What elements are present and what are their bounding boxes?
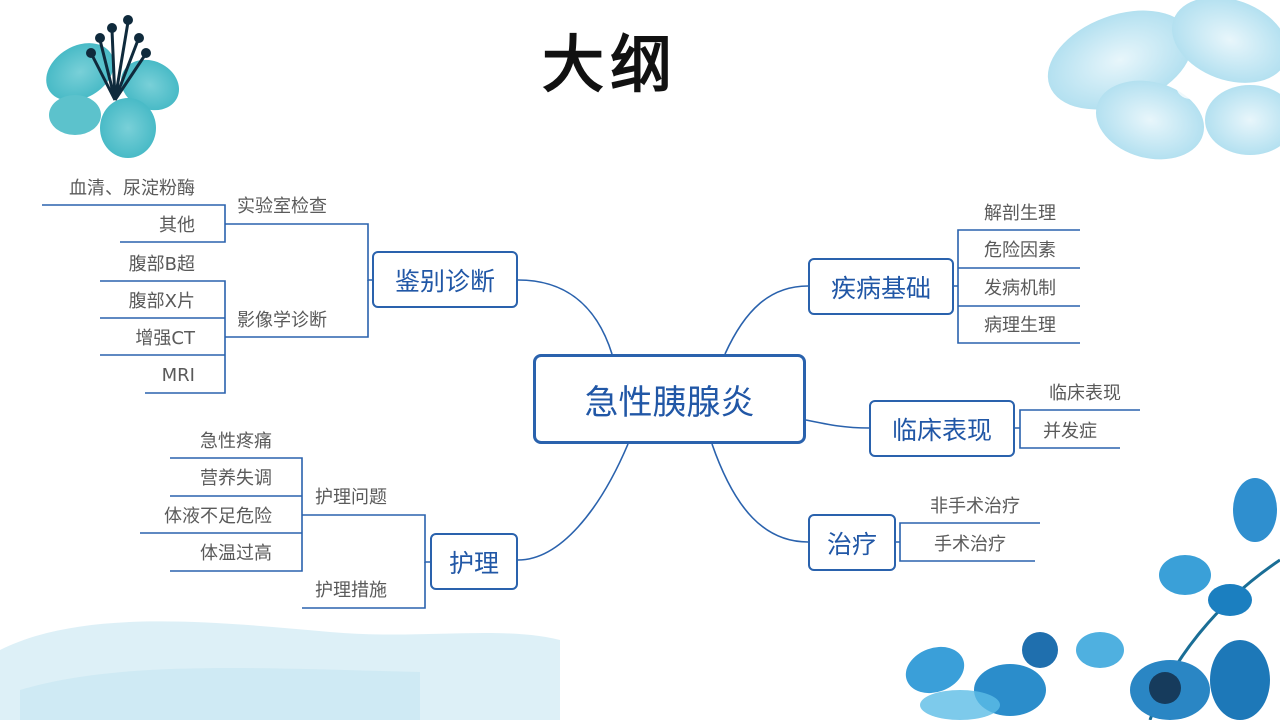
subbranch-imaging[interactable]: 影像学诊断 <box>237 310 327 331</box>
connector-diff-imaging <box>225 280 369 338</box>
watercolor-wash <box>0 621 560 720</box>
connector-center-basis <box>724 285 809 355</box>
connector-center-clinical <box>805 419 870 429</box>
leaf-mri[interactable]: MRI <box>161 365 195 386</box>
leaf-pathogenesis[interactable]: 发病机制 <box>984 278 1056 299</box>
connector-treatment-leaves <box>896 522 1040 562</box>
leaf-surgical-treatment[interactable]: 手术治疗 <box>934 534 1006 555</box>
connector-lab-leaves <box>42 204 226 243</box>
subbranch-nursing-problems[interactable]: 护理问题 <box>315 487 387 508</box>
leaf-serum-urine-amylase[interactable]: 血清、尿淀粉酶 <box>69 178 195 199</box>
subbranch-nursing-measures[interactable]: 护理措施 <box>315 580 387 601</box>
leaf-enhanced-ct[interactable]: 增强CT <box>135 328 195 349</box>
leaf-nonsurgical-treatment[interactable]: 非手术治疗 <box>930 496 1020 517</box>
connector-nursing-measures <box>302 562 426 609</box>
connector-diff-lab <box>225 223 372 281</box>
leaf-hyperthermia[interactable]: 体温过高 <box>200 543 272 564</box>
branch-disease-basis[interactable]: 疾病基础 <box>808 258 954 315</box>
flower-top-right-icon <box>1047 0 1280 160</box>
leaf-abdominal-ultrasound[interactable]: 腹部B超 <box>128 254 195 275</box>
connector-lines <box>42 204 1140 609</box>
leaf-malnutrition[interactable]: 营养失调 <box>200 468 272 489</box>
connector-problem-leaves <box>140 457 303 572</box>
branch-clinical-manifestation[interactable]: 临床表现 <box>869 400 1015 457</box>
leaf-fluid-deficit-risk[interactable]: 体液不足危险 <box>164 506 272 527</box>
center-topic[interactable]: 急性胰腺炎 <box>533 354 806 444</box>
subbranch-lab-tests[interactable]: 实验室检查 <box>237 196 327 217</box>
connector-center-diff <box>517 279 613 355</box>
leaf-clinical-manifestation[interactable]: 临床表现 <box>1049 383 1121 404</box>
flower-bottom-right-icon <box>905 478 1280 720</box>
leaf-pathophysiology[interactable]: 病理生理 <box>984 315 1056 336</box>
flower-top-left-icon <box>46 15 180 158</box>
leaf-complications[interactable]: 并发症 <box>1043 421 1097 442</box>
connector-nursing-problems <box>302 514 430 563</box>
branch-differential-diagnosis[interactable]: 鉴别诊断 <box>372 251 518 308</box>
branch-treatment[interactable]: 治疗 <box>808 514 896 571</box>
branch-nursing[interactable]: 护理 <box>430 533 518 590</box>
leaf-lab-other[interactable]: 其他 <box>159 215 195 236</box>
leaf-anatomy-physiology[interactable]: 解剖生理 <box>984 203 1056 224</box>
leaf-acute-pain[interactable]: 急性疼痛 <box>200 431 272 452</box>
connector-center-nursing <box>517 443 629 561</box>
connector-center-treatment <box>711 443 809 543</box>
leaf-risk-factors[interactable]: 危险因素 <box>984 240 1056 261</box>
page-title: 大纲 <box>541 28 678 101</box>
connector-imaging-leaves <box>100 280 226 394</box>
connector-clinical-leaves <box>1015 409 1140 449</box>
leaf-abdominal-xray[interactable]: 腹部X片 <box>128 291 195 312</box>
connector-basis-leaves <box>954 229 1080 344</box>
